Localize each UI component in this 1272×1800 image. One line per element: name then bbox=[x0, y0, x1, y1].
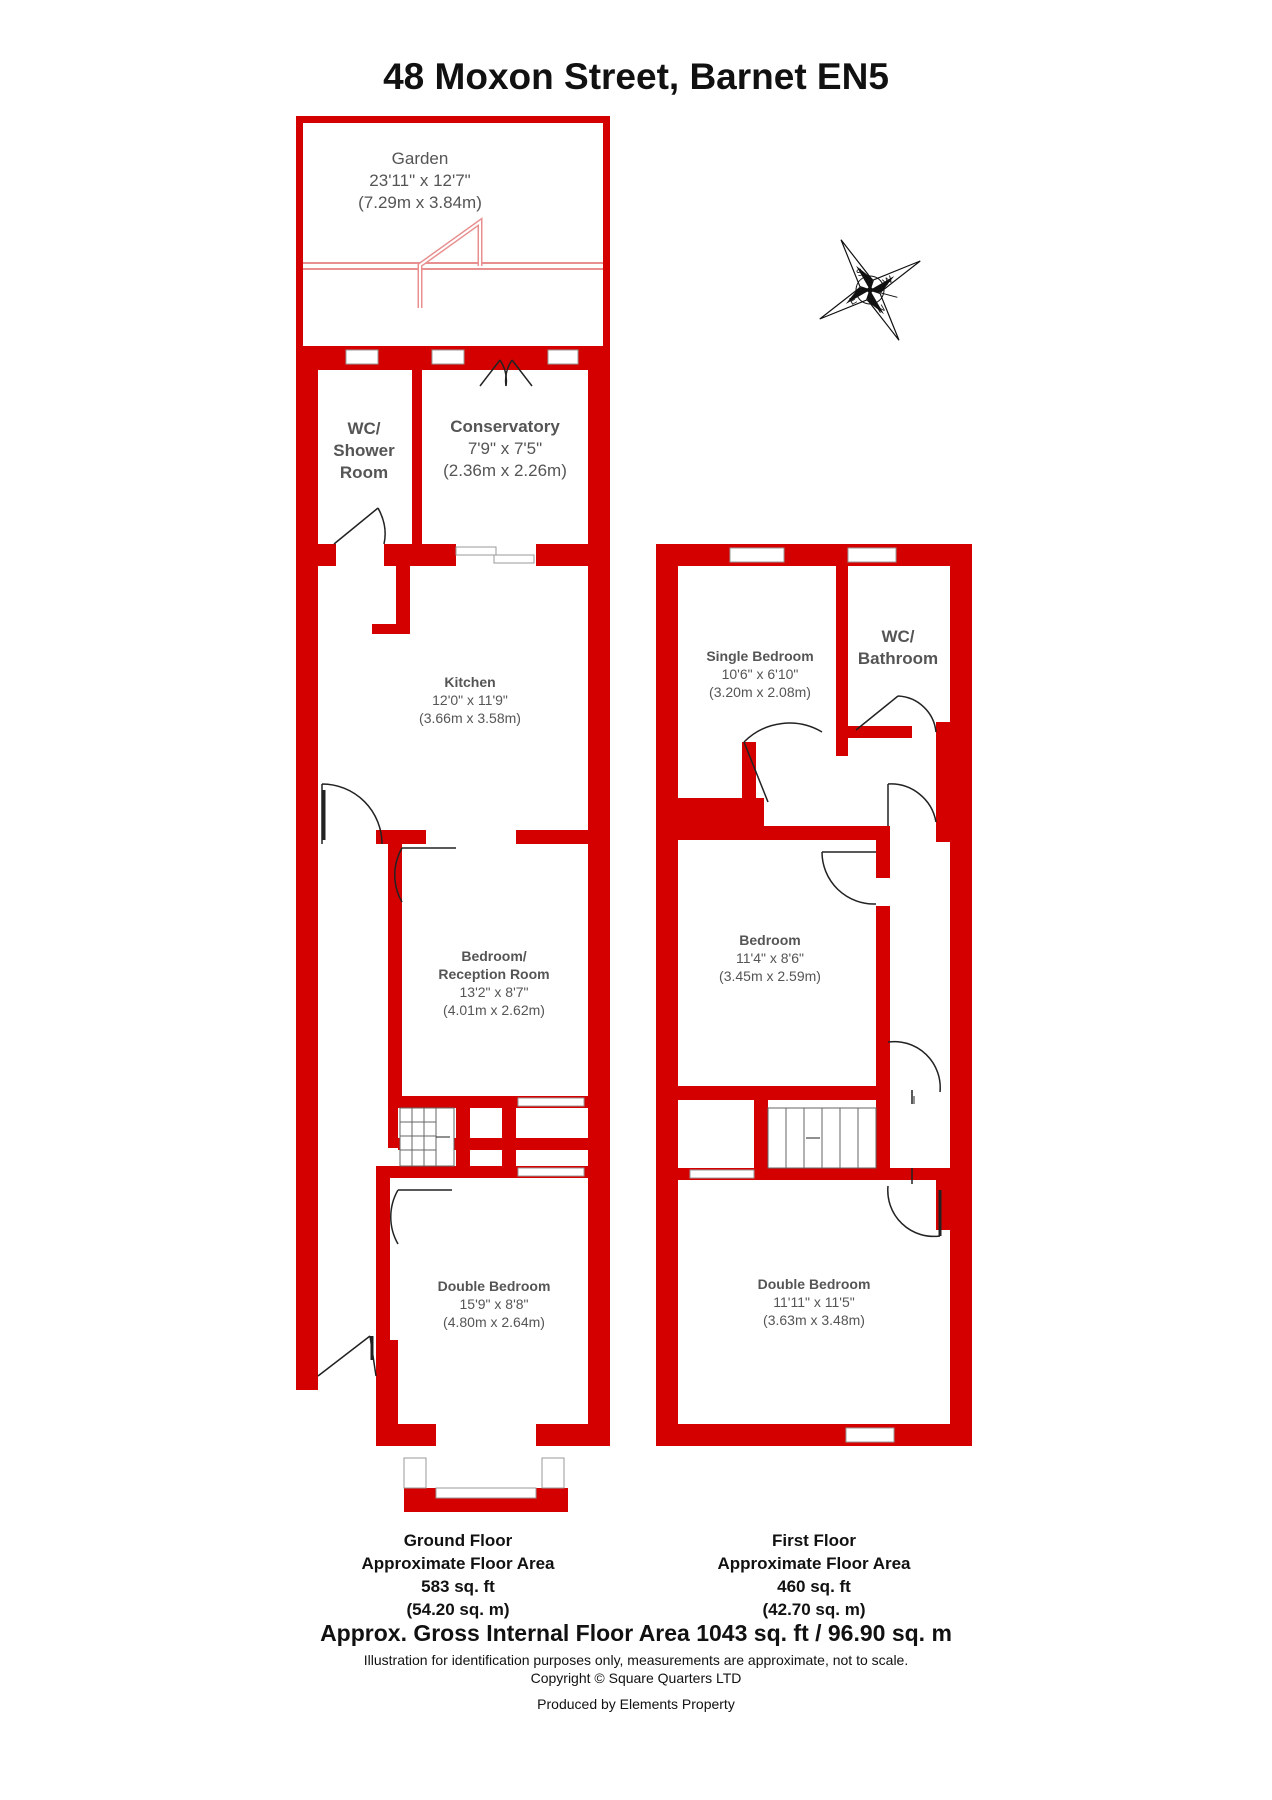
room-size-metric: (2.36m x 2.26m) bbox=[443, 460, 567, 480]
room-size-metric: (4.80m x 2.64m) bbox=[443, 1313, 545, 1330]
first-floor-plan bbox=[656, 544, 972, 1446]
room-size-imperial: 12'0" x 11'9" bbox=[432, 691, 508, 708]
room-name-line: Bathroom bbox=[857, 648, 939, 668]
room-name: Bedroom bbox=[739, 932, 801, 948]
room-label-wc-shower: WC/ Shower Room bbox=[320, 418, 408, 483]
produced-by: Produced by Elements Property bbox=[537, 1696, 735, 1712]
room-size-metric: (7.29m x 3.84m) bbox=[358, 192, 482, 212]
compass-letter-n: N bbox=[875, 303, 887, 316]
room-name: Single Bedroom bbox=[706, 648, 814, 664]
room-label-double-bedroom-ground: Double Bedroom 15'9" x 8'8" (4.80m x 2.6… bbox=[404, 1278, 584, 1332]
compass-rose-icon: S W N E bbox=[819, 239, 921, 341]
room-size-metric: (4.01m x 2.62m) bbox=[443, 1001, 545, 1018]
page-title: 48 Moxon Street, Barnet EN5 bbox=[383, 56, 889, 97]
room-name-line: WC/ bbox=[881, 627, 915, 646]
floor-area-label: Approximate Floor Area bbox=[717, 1553, 911, 1573]
room-name-line: Bedroom/ bbox=[461, 948, 527, 964]
floor-area-sqm: (42.70 sq. m) bbox=[762, 1599, 866, 1619]
first-floor-windows bbox=[689, 547, 897, 1443]
floor-area-label: Approximate Floor Area bbox=[361, 1553, 555, 1573]
garden-outline bbox=[296, 116, 610, 346]
room-size-imperial: 13'2" x 8'7" bbox=[459, 983, 529, 1000]
garden-break-line bbox=[417, 217, 483, 308]
room-name: Kitchen bbox=[444, 674, 496, 690]
room-size-metric: (3.63m x 3.48m) bbox=[763, 1311, 865, 1328]
room-label-double-bedroom-first: Double Bedroom 11'11" x 11'5" (3.63m x 3… bbox=[724, 1276, 904, 1330]
compass-letter-s: S bbox=[855, 267, 867, 280]
ground-floor-walls bbox=[296, 346, 610, 1512]
first-floor-stairs bbox=[767, 1096, 915, 1169]
compass-letter-e: E bbox=[848, 295, 860, 308]
room-label-conservatory: Conservatory 7'9" x 7'5" (2.36m x 2.26m) bbox=[422, 416, 588, 481]
room-name-line: Shower bbox=[333, 440, 395, 460]
gross-floor-area: Approx. Gross Internal Floor Area 1043 s… bbox=[320, 1620, 952, 1646]
room-name-line: WC/ bbox=[347, 419, 381, 438]
room-label-bedroom-reception: Bedroom/ Reception Room 13'2" x 8'7" (4.… bbox=[404, 948, 584, 1020]
ground-floor-area: Ground Floor Approximate Floor Area 583 … bbox=[308, 1530, 608, 1622]
room-label-wc-bathroom: WC/ Bathroom bbox=[846, 626, 950, 670]
disclaimer: Illustration for identification purposes… bbox=[363, 1652, 909, 1668]
first-floor-doors bbox=[743, 695, 942, 1238]
room-size-imperial: 11'4" x 8'6" bbox=[736, 949, 804, 966]
ground-floor-windows bbox=[345, 349, 585, 1499]
room-size-metric: (3.66m x 3.58m) bbox=[419, 709, 521, 726]
ground-floor-doors bbox=[317, 359, 533, 1377]
ground-floor-stairs bbox=[399, 1107, 455, 1167]
room-label-single-bedroom: Single Bedroom 10'6" x 6'10" (3.20m x 2.… bbox=[680, 648, 840, 702]
room-size-metric: (3.20m x 2.08m) bbox=[709, 683, 811, 700]
ground-floor-plan bbox=[296, 116, 610, 1512]
room-size-imperial: 7'9" x 7'5" bbox=[467, 438, 543, 458]
copyright: Copyright © Square Quarters LTD bbox=[530, 1670, 742, 1686]
room-name: Double Bedroom bbox=[757, 1276, 871, 1292]
room-name: Double Bedroom bbox=[437, 1278, 551, 1294]
floor-area-sqft: 460 sq. ft bbox=[777, 1576, 851, 1596]
room-size-imperial: 23'11" x 12'7" bbox=[369, 170, 471, 190]
room-size-imperial: 11'11" x 11'5" bbox=[773, 1293, 855, 1310]
floor-area-sqm: (54.20 sq. m) bbox=[406, 1599, 510, 1619]
room-label-kitchen: Kitchen 12'0" x 11'9" (3.66m x 3.58m) bbox=[380, 674, 560, 728]
room-size-imperial: 10'6" x 6'10" bbox=[721, 665, 799, 682]
room-label-garden: Garden 23'11" x 12'7" (7.29m x 3.84m) bbox=[330, 148, 510, 213]
room-name-line: Room bbox=[339, 462, 389, 482]
floor-area-sqft: 583 sq. ft bbox=[421, 1576, 495, 1596]
first-floor-area: First Floor Approximate Floor Area 460 s… bbox=[664, 1530, 964, 1622]
room-name: Garden bbox=[391, 149, 449, 168]
floor-name: First Floor bbox=[771, 1531, 857, 1550]
room-size-imperial: 15'9" x 8'8" bbox=[459, 1295, 529, 1312]
room-size-metric: (3.45m x 2.59m) bbox=[719, 967, 821, 984]
room-name-line: Reception Room bbox=[438, 965, 550, 982]
floor-name: Ground Floor bbox=[403, 1531, 513, 1550]
first-floor-walls bbox=[656, 544, 972, 1446]
room-label-bedroom: Bedroom 11'4" x 8'6" (3.45m x 2.59m) bbox=[686, 932, 854, 986]
room-name: Conservatory bbox=[450, 417, 560, 436]
